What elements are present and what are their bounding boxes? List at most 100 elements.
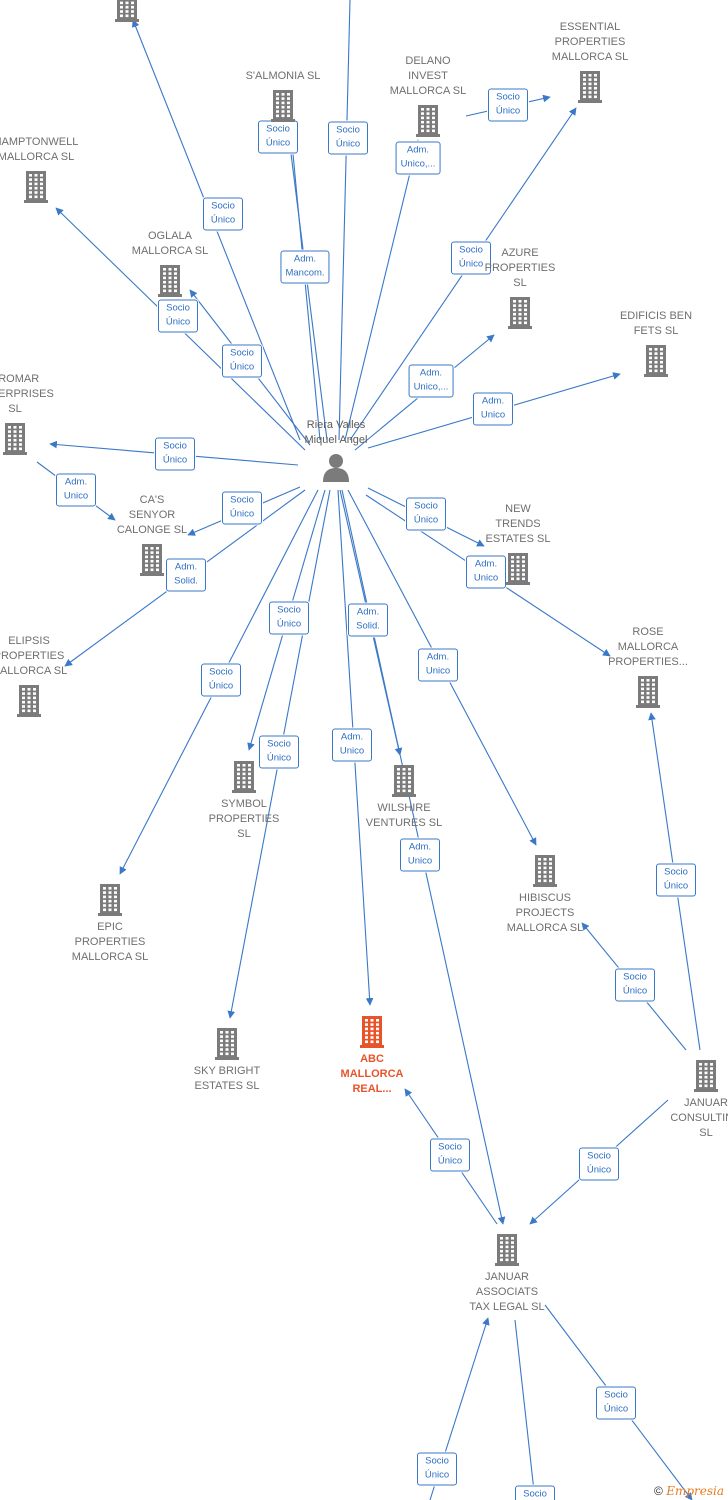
building-icon [495,1234,519,1266]
person-icon-wrap [321,452,351,487]
relation-badge[interactable]: Adm. Unico [56,473,96,507]
relation-badge[interactable]: Adm. Solid. [348,603,388,637]
node-wilshire[interactable]: WILSHIRE VENTURES SL [329,763,479,831]
relation-badge[interactable]: Adm. Unico [400,838,440,872]
node-skybright[interactable]: SKY BRIGHT ESTATES SL [152,1026,302,1094]
relation-badge[interactable]: Socio Único [222,491,262,525]
node-label: SKY BRIGHT ESTATES SL [193,1065,261,1092]
relation-badge[interactable]: Socio Único [656,863,696,897]
node-label: AZURE PROPERTIES SL [484,247,556,289]
relation-badge[interactable]: Adm. Unico [466,555,506,589]
person-icon [323,454,349,482]
relation-badge[interactable]: Socio Único [451,241,491,275]
relation-badge[interactable]: Adm. Mancom. [280,250,330,284]
node-label: HAMPTONWELL MALLORCA SL [0,136,79,163]
relation-badge[interactable]: Socio Único [488,88,528,122]
node-azure[interactable]: AZURE PROPERTIES SL [445,246,595,329]
building-icon-wrap [17,683,41,722]
relation-badge[interactable]: Socio Único [579,1147,619,1181]
relation-badge[interactable]: Socio Único [155,437,195,471]
node-label: ABC MALLORCA REAL... [340,1053,404,1095]
node-newtrends[interactable]: NEW TRENDS ESTATES SL [443,502,593,585]
relation-badge[interactable]: Socio Único [203,197,243,231]
node-label: ESSENTIAL PROPERTIES MALLORCA SL [551,21,629,63]
node-label: EPIC PROPERTIES MALLORCA SL [71,921,149,963]
building-icon [636,676,660,708]
building-icon-wrap [578,69,602,108]
building-icon-wrap [24,169,48,208]
copyright-mark: © [654,1484,663,1498]
building-icon-wrap [636,674,660,713]
relation-badge[interactable]: Adm. Unico [418,648,458,682]
relation-badge[interactable]: Socio Único [222,344,262,378]
building-icon [508,297,532,329]
node-delano[interactable]: DELANO INVEST MALLORCA SL [353,54,503,137]
node-label: CA'S SENYOR CALONGE SL [116,494,188,536]
node-label: DELANO INVEST MALLORCA SL [389,55,467,97]
relation-badge[interactable]: Socio Único [417,1452,457,1486]
building-icon [115,0,139,22]
building-icon-wrap [360,1014,384,1053]
node-elipsis[interactable]: ELIPSIS PROPERTIES MALLORCA SL [0,634,104,717]
node-label: ELIPSIS PROPERTIES MALLORCA SL [0,635,68,677]
relation-badge[interactable]: Socio [515,1485,555,1500]
node-top[interactable] [52,0,202,22]
building-icon [533,855,557,887]
building-icon [215,1028,239,1060]
node-promar[interactable]: PROMAR ENTERPRISES SL [0,372,90,455]
relation-badge[interactable]: Socio Único [406,497,446,531]
relation-badge[interactable]: Socio Único [158,299,198,333]
relation-badge[interactable]: Socio Único [430,1138,470,1172]
building-icon [24,171,48,203]
node-januarassociats[interactable]: JANUAR ASSOCIATS TAX LEGAL SL [432,1232,582,1315]
edge-person-delano [344,139,421,441]
relation-badge[interactable]: Socio Único [328,121,368,155]
node-rose[interactable]: ROSE MALLORCA PROPERTIES... [573,625,723,708]
building-icon-wrap [98,882,122,921]
building-icon [158,265,182,297]
relation-badge[interactable]: Socio Único [269,601,309,635]
relation-badge[interactable]: Socio Único [258,120,298,154]
node-person[interactable]: Riera Valles Miquel Angel [261,418,411,482]
relation-badge[interactable]: Adm. Solid. [166,558,206,592]
building-icon-wrap [215,1026,239,1065]
relation-badge[interactable]: Adm. Unico,... [408,364,454,398]
building-icon [416,105,440,137]
relation-badge[interactable]: Socio Único [259,735,299,769]
node-salmonia[interactable]: S'ALMONIA SL [208,69,358,122]
building-icon-wrap [158,263,182,302]
edge-januarassociats-bottom_mid [514,1319,536,1500]
node-oglala[interactable]: OGLALA MALLORCA SL [95,229,245,297]
empresia-logo: Empresia [666,1484,724,1498]
relation-badge[interactable]: Adm. Unico [473,392,513,426]
node-label: JANUAR CONSULTING SL [670,1097,728,1139]
node-casenyor[interactable]: CA'S SENYOR CALONGE SL [77,493,227,576]
relation-badge[interactable]: Adm. Unico [332,728,372,762]
building-icon-wrap [140,542,164,581]
node-label: HIBISCUS PROJECTS MALLORCA SL [506,892,584,934]
node-epic[interactable]: EPIC PROPERTIES MALLORCA SL [35,882,185,965]
building-icon [271,90,295,122]
building-icon-wrap [232,759,256,798]
node-hibiscus[interactable]: HIBISCUS PROJECTS MALLORCA SL [470,853,620,936]
node-label: PROMAR ENTERPRISES SL [0,373,54,415]
footer-credit[interactable]: © Empresia [654,1484,724,1498]
node-hamptonwell[interactable]: HAMPTONWELL MALLORCA SL [0,135,111,203]
building-icon-wrap [506,551,530,590]
relation-badge[interactable]: Socio Único [201,663,241,697]
building-icon-wrap [694,1058,718,1097]
building-icon-wrap [392,763,416,802]
node-label: WILSHIRE VENTURES SL [365,802,443,829]
node-abc[interactable]: ABC MALLORCA REAL... [297,1014,447,1097]
relation-badge[interactable]: Adm. Unico,... [395,141,441,175]
building-icon [98,884,122,916]
relation-badge[interactable]: Socio Único [596,1386,636,1420]
node-januarconsulting[interactable]: JANUAR CONSULTING SL [631,1058,728,1141]
building-icon [3,423,27,455]
building-icon-wrap [508,295,532,334]
node-edificis[interactable]: EDIFICIS BEN FETS SL [581,309,728,377]
node-symbol[interactable]: SYMBOL PROPERTIES SL [169,759,319,842]
node-label: Riera Valles Miquel Angel [304,419,368,446]
relation-badge[interactable]: Socio Único [615,968,655,1002]
node-essential[interactable]: ESSENTIAL PROPERTIES MALLORCA SL [515,20,665,103]
